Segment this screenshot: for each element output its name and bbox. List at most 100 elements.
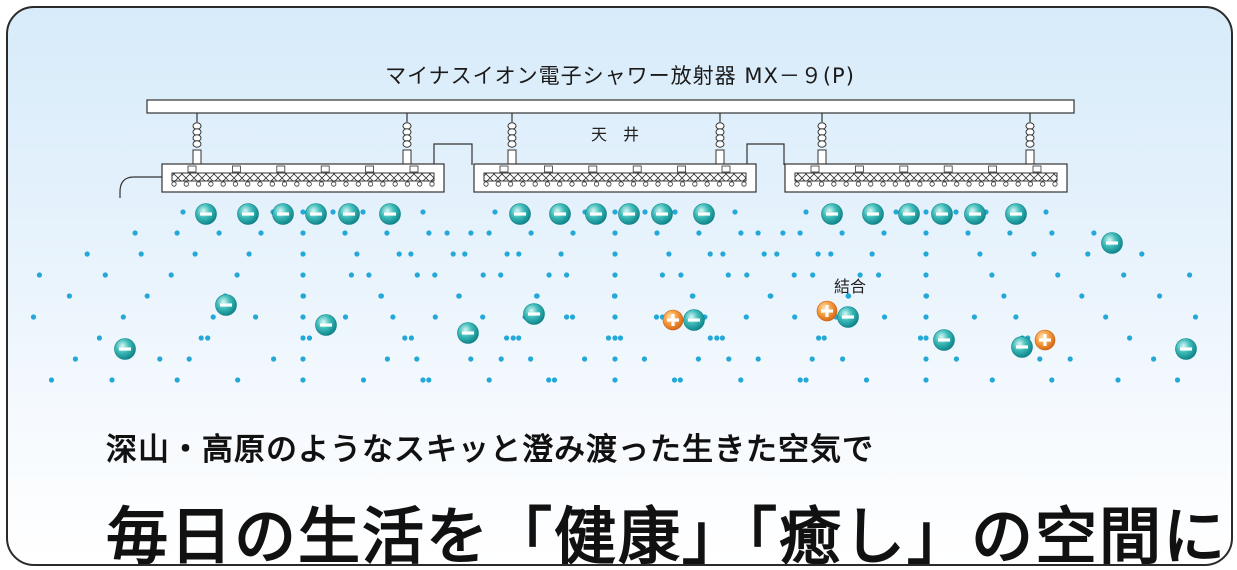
- droplet: [109, 377, 115, 383]
- droplet: [558, 251, 564, 257]
- droplet: [893, 209, 899, 215]
- minus-ion-icon: [898, 203, 920, 225]
- droplet: [617, 335, 624, 341]
- droplet: [971, 314, 978, 320]
- droplet: [84, 251, 90, 257]
- droplet: [66, 293, 72, 299]
- droplet: [144, 293, 150, 299]
- droplet: [653, 314, 660, 320]
- minus-ion-icon: [114, 338, 136, 360]
- droplet: [48, 377, 55, 383]
- droplet: [989, 377, 995, 383]
- minus-ion-icon: [457, 322, 479, 344]
- droplet: [486, 377, 492, 383]
- droplet: [923, 356, 929, 362]
- droplet: [480, 272, 486, 278]
- droplet: [654, 230, 660, 236]
- droplet: [408, 251, 414, 257]
- droplet: [672, 209, 678, 215]
- droplet: [72, 356, 78, 362]
- droplet: [402, 335, 408, 341]
- droplet: [612, 335, 618, 341]
- ceiling-bar: [146, 99, 1075, 114]
- droplet: [671, 377, 678, 383]
- droplet: [174, 230, 180, 236]
- minus-ion-icon: [195, 203, 217, 225]
- droplet: [300, 377, 306, 383]
- minus-ion-icon: [1005, 203, 1027, 225]
- droplet: [743, 314, 749, 320]
- droplet: [551, 377, 558, 383]
- droplet: [666, 251, 672, 257]
- droplet: [468, 356, 474, 362]
- droplet: [1049, 230, 1055, 236]
- droplet: [414, 356, 420, 362]
- droplet: [378, 293, 384, 299]
- emitter-unit: [784, 163, 1068, 193]
- droplet: [426, 230, 432, 236]
- minus-ion-icon: [931, 203, 953, 225]
- droplet: [174, 377, 180, 383]
- device-title: マイナスイオン電子シャワー放射器 MX－９(P): [385, 64, 855, 88]
- droplet: [408, 335, 414, 341]
- droplet: [414, 272, 420, 278]
- connector-cable: [746, 143, 785, 165]
- droplet: [432, 272, 438, 278]
- droplet: [863, 377, 870, 383]
- droplet: [1085, 251, 1091, 257]
- minus-ion-icon: [1011, 336, 1033, 358]
- droplet: [1187, 272, 1193, 278]
- droplet: [726, 356, 732, 362]
- ion-field: [114, 203, 1197, 360]
- droplet: [612, 272, 618, 278]
- droplet: [857, 272, 863, 278]
- droplet: [1174, 377, 1181, 383]
- droplet: [923, 230, 929, 236]
- droplet: [198, 335, 204, 341]
- droplet: [689, 293, 696, 299]
- droplet: [253, 314, 259, 320]
- droplet: [1192, 314, 1199, 320]
- droplet: [354, 251, 360, 257]
- plus-ion-icon: [662, 309, 684, 331]
- droplet: [612, 356, 618, 362]
- hanger-spring: [1025, 113, 1035, 165]
- droplet: [953, 356, 960, 362]
- hanger-spring: [817, 113, 827, 165]
- ion-shower-diagram: マイナスイオン電子シャワー放射器 MX－９(P) 天 井 結合: [30, 64, 1199, 383]
- droplet: [677, 377, 683, 383]
- droplet: [390, 314, 396, 320]
- droplet: [605, 335, 612, 341]
- minus-ion-icon: [338, 203, 360, 225]
- minus-ion-icon: [683, 309, 705, 331]
- droplet: [510, 335, 516, 341]
- minus-ion-icon: [523, 303, 545, 325]
- droplet: [923, 251, 929, 257]
- hanger-spring: [507, 113, 517, 165]
- droplet: [761, 251, 767, 257]
- droplet: [845, 293, 851, 299]
- droplet: [1157, 293, 1163, 299]
- droplet: [707, 335, 713, 341]
- minus-ion-icon: [215, 294, 237, 316]
- droplet: [755, 230, 761, 236]
- droplet: [738, 377, 744, 383]
- droplet: [528, 230, 534, 236]
- droplet: [840, 356, 846, 362]
- droplet: [1139, 251, 1145, 257]
- droplet: [234, 272, 240, 278]
- hanger-spring: [715, 113, 725, 165]
- droplet: [923, 377, 929, 383]
- droplet: [300, 356, 306, 362]
- droplet: [486, 230, 492, 236]
- droplet: [876, 272, 882, 278]
- droplet: [498, 356, 504, 362]
- droplet: [792, 314, 798, 320]
- droplet: [192, 251, 198, 257]
- droplet: [157, 356, 163, 362]
- droplet: [1055, 272, 1061, 278]
- droplet: [246, 251, 252, 257]
- droplet: [186, 356, 192, 362]
- droplet: [420, 209, 426, 215]
- minus-ion-icon: [1175, 338, 1197, 360]
